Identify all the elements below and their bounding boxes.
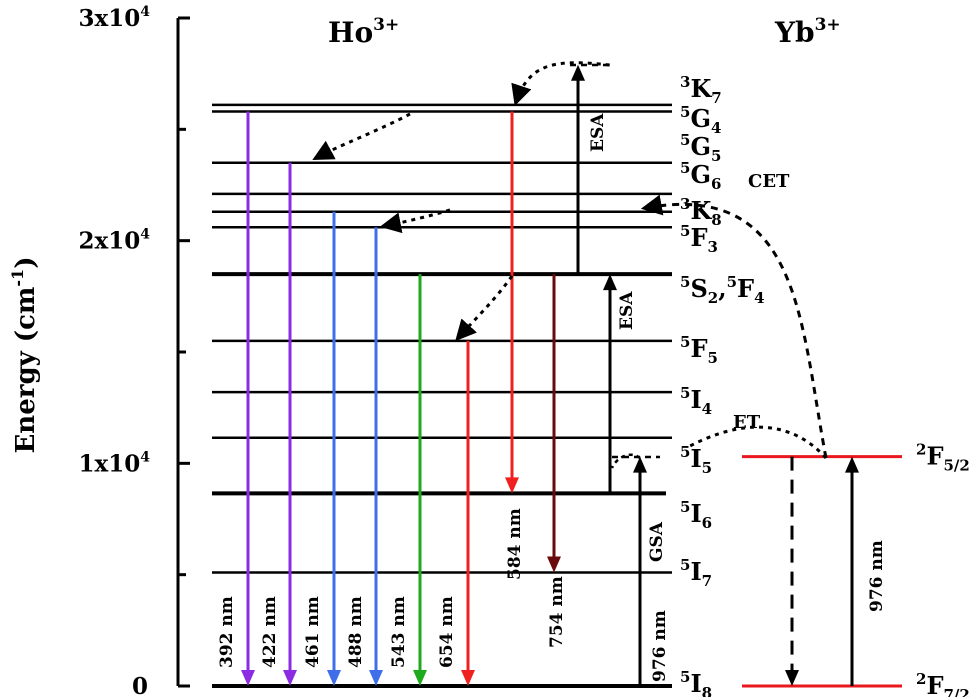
tick-mantissa: 2x10 [79, 228, 141, 255]
tick-mantissa: 3x10 [79, 5, 141, 32]
wavelength-label: 584 nm [505, 508, 525, 580]
ho-level-labels: 5I85I75I65I55I45F55S2,5F45F33K85G65G55G4… [680, 73, 765, 697]
ho-level-label: 5I6 [680, 498, 712, 532]
arrow-head [413, 670, 427, 686]
axis-label-text: Energy (cm [11, 287, 41, 454]
ho-name: Ho [328, 16, 373, 49]
et-label: ET [733, 412, 761, 433]
tick-label: 3x104 [79, 4, 151, 32]
arrow-head [241, 670, 255, 686]
ho-level-label: 5G5 [680, 131, 721, 165]
ho-level-label: 5I7 [680, 556, 712, 590]
esa-upper-label: ESA [588, 113, 608, 152]
tick-exponent: 4 [140, 449, 150, 465]
tick-zero: 0 [132, 673, 148, 697]
relax-curve-f5 [455, 275, 514, 342]
tick-exponent: 4 [140, 227, 150, 243]
arrow-head [461, 670, 475, 686]
esa-lower-label: ESA [617, 291, 637, 330]
axis-label: Energy (cm-1) [8, 256, 41, 453]
tick-label: 2x104 [79, 227, 151, 255]
wavelength-label: 488 nm [346, 596, 366, 668]
arrow-head [785, 670, 799, 686]
cet-curve [640, 194, 828, 459]
ho-level-label: 5F3 [680, 222, 718, 256]
transition-arrows [241, 64, 859, 686]
arrow-head [603, 274, 617, 291]
et-curve [689, 425, 828, 460]
ho-level-label: 5I8 [680, 668, 712, 697]
wavelength-label: 461 nm [303, 596, 323, 668]
gsa-label: GSA [647, 521, 667, 562]
ho-header: Ho3+ [328, 15, 399, 49]
wavelength-label: 392 nm [217, 596, 237, 668]
yb-level-label: 2F5/2 [916, 441, 970, 475]
arrow-head [369, 670, 383, 686]
arrow-head [283, 670, 297, 686]
arrow-head [571, 64, 585, 81]
yb-name: Yb [774, 16, 815, 49]
wavelength-labels: 392 nm 422 nm 461 nm 488 nm 543 nm 654 nm 584 … [217, 508, 567, 668]
tick-exponent: 4 [140, 4, 150, 20]
wavelength-label: 543 nm [389, 596, 409, 668]
ho-level-label: 5I4 [680, 384, 712, 418]
ho-pump-label: 976 nm [650, 610, 670, 682]
ho-level-label: 5G4 [680, 103, 721, 137]
arrow-head [547, 556, 561, 573]
ho-level-label: 3K7 [680, 73, 722, 107]
arrow-head [505, 477, 519, 494]
arrow-head [633, 456, 647, 473]
ho-level-label: 5G6 [680, 159, 721, 193]
tick-mantissa: 1x10 [79, 450, 141, 477]
yb-level-label: 2F7/2 [916, 670, 970, 697]
axis-label-exp: -1 [8, 269, 27, 287]
wavelength-label: 754 nm [547, 576, 567, 648]
yb-levels: 2F7/2 2F5/2 [742, 441, 970, 697]
yb-header: Yb3+ [774, 15, 841, 49]
ho-level-label: 5F5 [680, 333, 718, 367]
axis-label-close: ) [11, 256, 41, 268]
yb-charge: 3+ [815, 15, 841, 35]
tick-label: 0 [132, 673, 148, 697]
ho-level-label: 5I5 [680, 443, 712, 477]
wavelength-label: 422 nm [260, 596, 280, 668]
wavelength-label: 654 nm [437, 596, 457, 668]
arrow-head [327, 670, 341, 686]
pump-curve-esa [511, 61, 611, 106]
ho-level-label: 5S2,5F4 [680, 273, 765, 307]
cet-label: CET [748, 171, 790, 192]
ho-charge: 3+ [373, 15, 399, 35]
tick-label: 1x104 [79, 449, 151, 477]
yb-pump-label: 976 nm [867, 540, 887, 612]
relax-curve-g5 [312, 112, 411, 160]
arrow-head [845, 456, 859, 473]
